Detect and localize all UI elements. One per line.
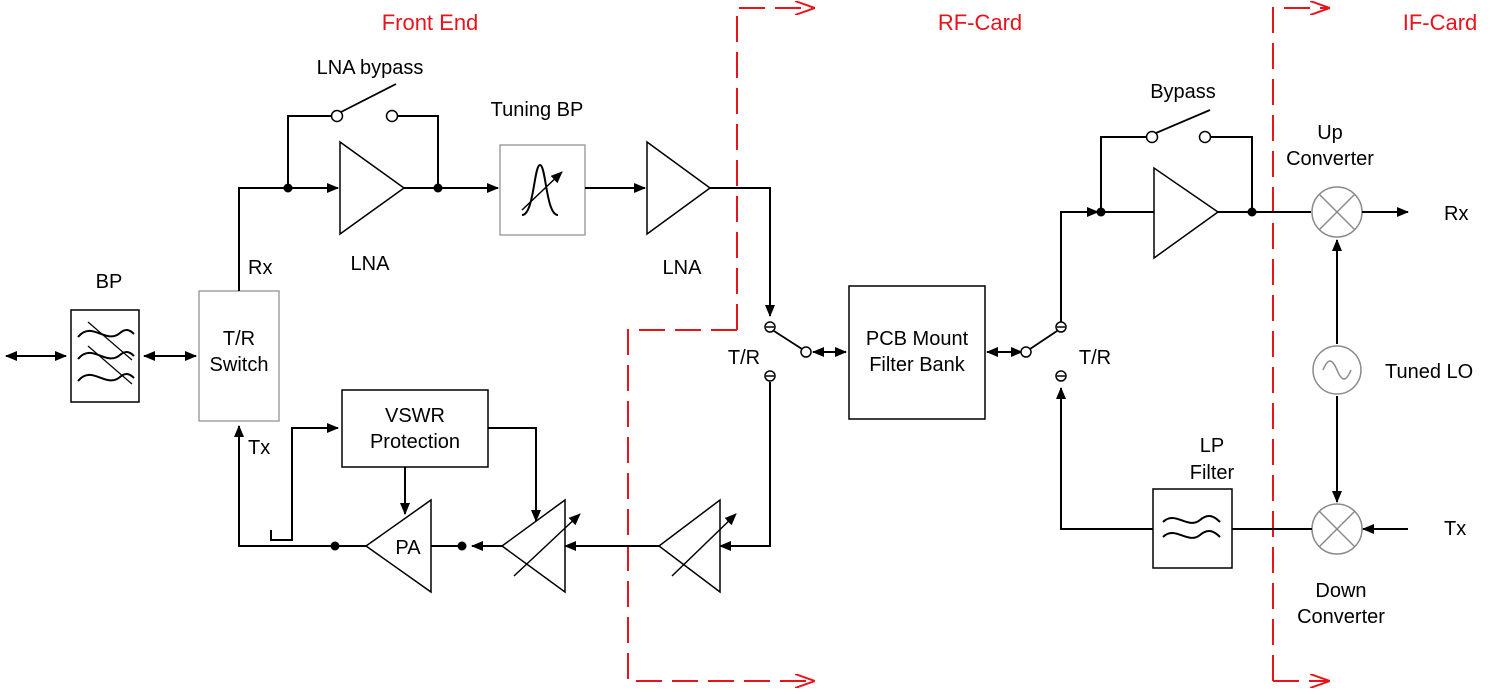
rx-wire-to-lna	[238, 183, 339, 291]
bypass-switch	[1145, 109, 1212, 144]
section-rf-card-title: RF-Card	[938, 10, 1022, 35]
lna-bypass-label: LNA bypass	[317, 57, 424, 79]
down-converter-label-1: Down	[1315, 580, 1366, 602]
junction-dot	[1247, 207, 1257, 217]
tx-input-label: Tx	[1444, 518, 1466, 540]
bypass-label: Bypass	[1150, 81, 1216, 103]
tr-left-to-attenuator-wire	[719, 382, 771, 551]
tr-right-to-bypass-wire	[1060, 207, 1099, 322]
up-converter-label-1: Up	[1317, 122, 1343, 144]
bypass-wire-left	[1100, 136, 1146, 212]
pcb-filter-bank-label-2: Filter Bank	[869, 354, 966, 376]
vswr-to-attenuator-wire	[488, 427, 541, 522]
down-converter-mixer	[1311, 503, 1363, 555]
down-converter-label-2: Converter	[1297, 606, 1385, 628]
lp-to-tr-right-wire	[1056, 387, 1153, 530]
rx-output-label: Rx	[1444, 203, 1468, 225]
vswr-label-2: Protection	[370, 431, 460, 453]
bp-label: BP	[96, 271, 123, 293]
tuning-bp-filter	[499, 144, 586, 236]
vswr-label-1: VSWR	[385, 405, 445, 427]
tr-switch-label-2: Switch	[210, 354, 269, 376]
pcb-filter-bank-box	[848, 285, 986, 420]
lna-1-label: LNA	[351, 253, 391, 275]
rf-tr-switch-left	[764, 321, 812, 382]
pcb-filter-bank-label-1: PCB Mount	[866, 328, 969, 350]
bp-filter	[70, 309, 140, 403]
section-front-end-title: Front End	[382, 10, 479, 35]
vswr-protection-box	[341, 389, 489, 468]
tr-left-label: T/R	[728, 347, 760, 369]
lp-filter	[1152, 488, 1233, 569]
lna-2-label: LNA	[663, 257, 703, 279]
rx-port-label: Rx	[248, 257, 272, 279]
pa-label: PA	[395, 537, 421, 559]
bypass-wire-right	[1211, 136, 1253, 212]
coupler-to-vswr-wire	[270, 423, 339, 541]
lna-2-symbol	[646, 140, 712, 236]
rf-tr-switch-right	[1020, 321, 1067, 382]
tuning-bp-label: Tuning BP	[491, 99, 584, 121]
front-end-boundary	[627, 8, 815, 681]
tuned-lo-label: Tuned LO	[1385, 361, 1473, 383]
lna-bypass-wire-right	[398, 115, 439, 188]
variable-attenuator-2	[657, 498, 737, 594]
variable-attenuator-1	[500, 498, 581, 594]
tuned-lo-oscillator	[1312, 345, 1362, 395]
tr-switch-label-1: T/R	[223, 328, 255, 350]
up-converter-mixer	[1311, 186, 1363, 238]
up-converter-label-2: Converter	[1286, 148, 1374, 170]
wire-lna-2-to-tr-switch	[710, 187, 775, 317]
lp-filter-label-2: Filter	[1190, 462, 1235, 484]
lna-bypass-switch	[330, 83, 399, 123]
lp-filter-label-1: LP	[1200, 435, 1224, 457]
lna-1-symbol	[339, 140, 406, 236]
tx-port-label: Tx	[248, 437, 270, 459]
rf-amp-symbol	[1153, 166, 1220, 260]
pa-symbol	[364, 498, 432, 594]
tr-right-label: T/R	[1079, 347, 1111, 369]
section-if-card-title: IF-Card	[1403, 10, 1478, 35]
lna-bypass-wire-left	[287, 115, 331, 188]
pa-to-tr-switch-wire	[234, 425, 366, 547]
if-card-boundary	[1272, 8, 1330, 681]
